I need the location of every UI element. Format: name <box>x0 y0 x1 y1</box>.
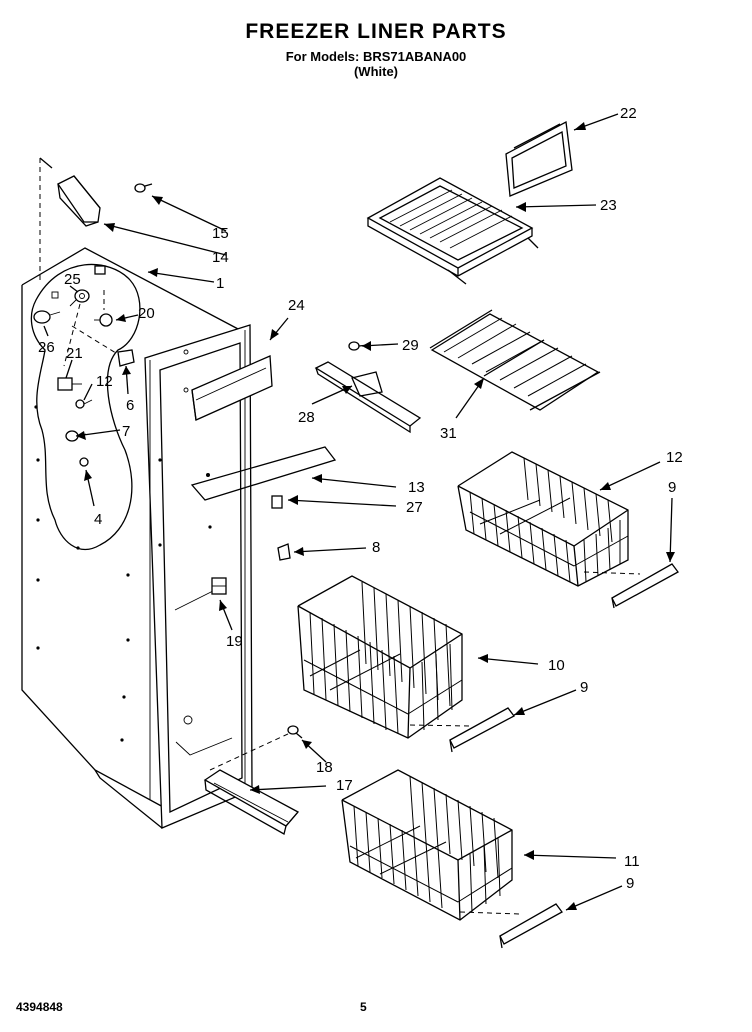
callout-1: 1 <box>216 275 224 292</box>
freezer-liner-part-1 <box>21 247 253 829</box>
shelf-part-23 <box>366 177 539 285</box>
page-number: 5 <box>360 1000 367 1014</box>
callout-12-left: 12 <box>96 373 113 390</box>
damper-part-20 <box>94 313 113 327</box>
screw-part-15 <box>134 183 153 193</box>
clip-part-8 <box>277 543 291 561</box>
callout-22: 22 <box>620 105 637 122</box>
basket-part-12 <box>457 451 629 587</box>
model-line: For Models: BRS71ABANA00 <box>285 49 467 64</box>
callout-10: 10 <box>548 657 565 674</box>
pan-part-22 <box>505 120 573 197</box>
callout-12-right: 12 <box>666 449 683 466</box>
callout-15: 15 <box>212 225 229 242</box>
handle-part-9-middle <box>449 707 515 753</box>
light-socket-part-25 <box>69 289 90 307</box>
callout-28: 28 <box>298 409 315 426</box>
callout-31: 31 <box>440 425 457 442</box>
screw-part-12-upper <box>75 399 93 409</box>
callout-4: 4 <box>94 511 102 528</box>
callout-6: 6 <box>126 397 134 414</box>
callout-24: 24 <box>288 297 305 314</box>
callout-25: 25 <box>64 271 81 288</box>
callout-18: 18 <box>316 759 333 776</box>
callout-21: 21 <box>66 345 83 362</box>
callout-labels: 22 23 15 14 1 25 20 26 21 12 6 7 4 24 29… <box>38 105 683 892</box>
color-line: (White) <box>353 64 399 79</box>
page-title: FREEZER LINER PARTS <box>245 20 507 43</box>
document-number: 4394848 <box>16 1000 63 1014</box>
clip-part-4 <box>79 457 89 467</box>
handle-part-9-upper <box>611 563 679 609</box>
callout-9-lower: 9 <box>626 875 634 892</box>
handle-part-9-lower <box>499 903 563 949</box>
screw-part-18 <box>287 725 303 739</box>
callout-11: 11 <box>624 853 640 870</box>
model-subtitle: For Models: BRS71ABANA00 (White) <box>0 49 752 79</box>
bracket-part-14 <box>39 157 101 280</box>
plate-part-13 <box>190 446 337 501</box>
callout-23: 23 <box>600 197 617 214</box>
wire-shelf-part-31 <box>429 309 601 411</box>
callout-20: 20 <box>138 305 155 322</box>
clip-part-27 <box>271 495 283 509</box>
light-bulb-part-26 <box>33 310 61 324</box>
callout-9-middle: 9 <box>580 679 588 696</box>
callout-27: 27 <box>406 499 423 516</box>
callout-13: 13 <box>408 479 425 496</box>
callout-17: 17 <box>336 777 353 794</box>
switch-part-21 <box>57 377 82 391</box>
callout-8: 8 <box>372 539 380 556</box>
bracket-part-6 <box>117 349 135 367</box>
bottom-trim-part-17 <box>203 769 300 835</box>
basket-part-10 <box>297 575 463 739</box>
callout-7: 7 <box>122 423 130 440</box>
sensor-part-19 <box>211 577 227 595</box>
callout-9-upper: 9 <box>668 479 676 496</box>
callout-29: 29 <box>402 337 419 354</box>
leader-lines <box>43 113 675 911</box>
callout-14: 14 <box>212 249 229 266</box>
liner-hardware <box>33 289 135 467</box>
light-shield-part-24 <box>191 355 273 421</box>
basket-part-11 <box>341 769 513 921</box>
callout-26: 26 <box>38 339 55 356</box>
callout-19: 19 <box>226 633 243 650</box>
rail-part-28 <box>314 361 422 434</box>
